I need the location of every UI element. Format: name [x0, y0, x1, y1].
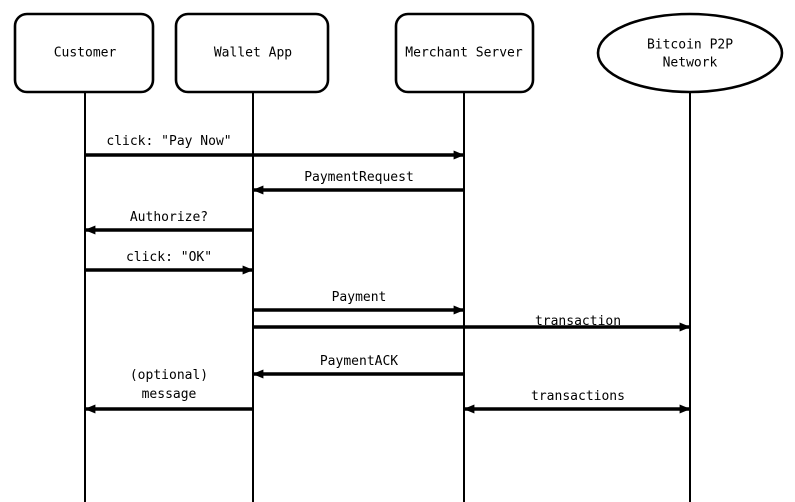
- messages-layer: click: "Pay Now" PaymentRequestAuthorize?…: [84, 134, 691, 414]
- lifelines-layer: [84, 92, 691, 502]
- msg-payment-label: Payment: [332, 290, 387, 305]
- participant-label-bitcoin-line1: Bitcoin P2P: [647, 38, 733, 53]
- msg-payment-request[interactable]: PaymentRequest: [252, 170, 464, 195]
- msg-click-ok-label: click: "OK": [126, 250, 212, 265]
- msg-click-ok[interactable]: click: "OK": [85, 250, 254, 275]
- participant-label-wallet: Wallet App: [214, 46, 292, 61]
- msg-optional-message-label-line2: message: [142, 387, 197, 402]
- msg-optional-message-label-line1: (optional): [130, 368, 208, 383]
- msg-payment-ack-label: PaymentACK: [320, 354, 398, 369]
- msg-transaction[interactable]: transaction: [253, 314, 691, 332]
- participant-shape-rect: [174, 12, 330, 94]
- msg-transactions-label: transactions: [531, 389, 625, 404]
- participant-shape-rect: [13, 12, 155, 94]
- participant-wallet[interactable]: Wallet App: [174, 12, 330, 94]
- msg-click-pay-now[interactable]: click: "Pay Now": [85, 134, 465, 160]
- participant-customer[interactable]: Customer: [13, 12, 155, 94]
- msg-payment-request-label: PaymentRequest: [304, 170, 414, 185]
- participant-label-merchant: Merchant Server: [405, 46, 523, 61]
- participant-shape-rect: [394, 12, 535, 94]
- msg-payment[interactable]: Payment: [253, 290, 465, 315]
- msg-transaction-label: transaction: [535, 314, 621, 329]
- participants-layer: Customer Wallet App Merchant Server Bitcoin…: [13, 12, 784, 94]
- msg-transactions[interactable]: transactions: [463, 389, 691, 414]
- participant-label-bitcoin-line2: Network: [663, 56, 718, 71]
- msg-click-pay-now-label: click: "Pay Now": [106, 134, 231, 149]
- msg-payment-ack[interactable]: PaymentACK: [252, 354, 464, 379]
- participant-label-customer: Customer: [54, 46, 117, 61]
- participant-bitcoin[interactable]: Bitcoin P2P Network: [596, 12, 784, 94]
- msg-authorize-label: Authorize?: [130, 210, 208, 225]
- msg-authorize[interactable]: Authorize?: [84, 210, 253, 235]
- participant-shape-ellipse: [596, 12, 784, 94]
- msg-optional-message[interactable]: (optional) message: [84, 368, 253, 414]
- participant-merchant[interactable]: Merchant Server: [394, 12, 535, 94]
